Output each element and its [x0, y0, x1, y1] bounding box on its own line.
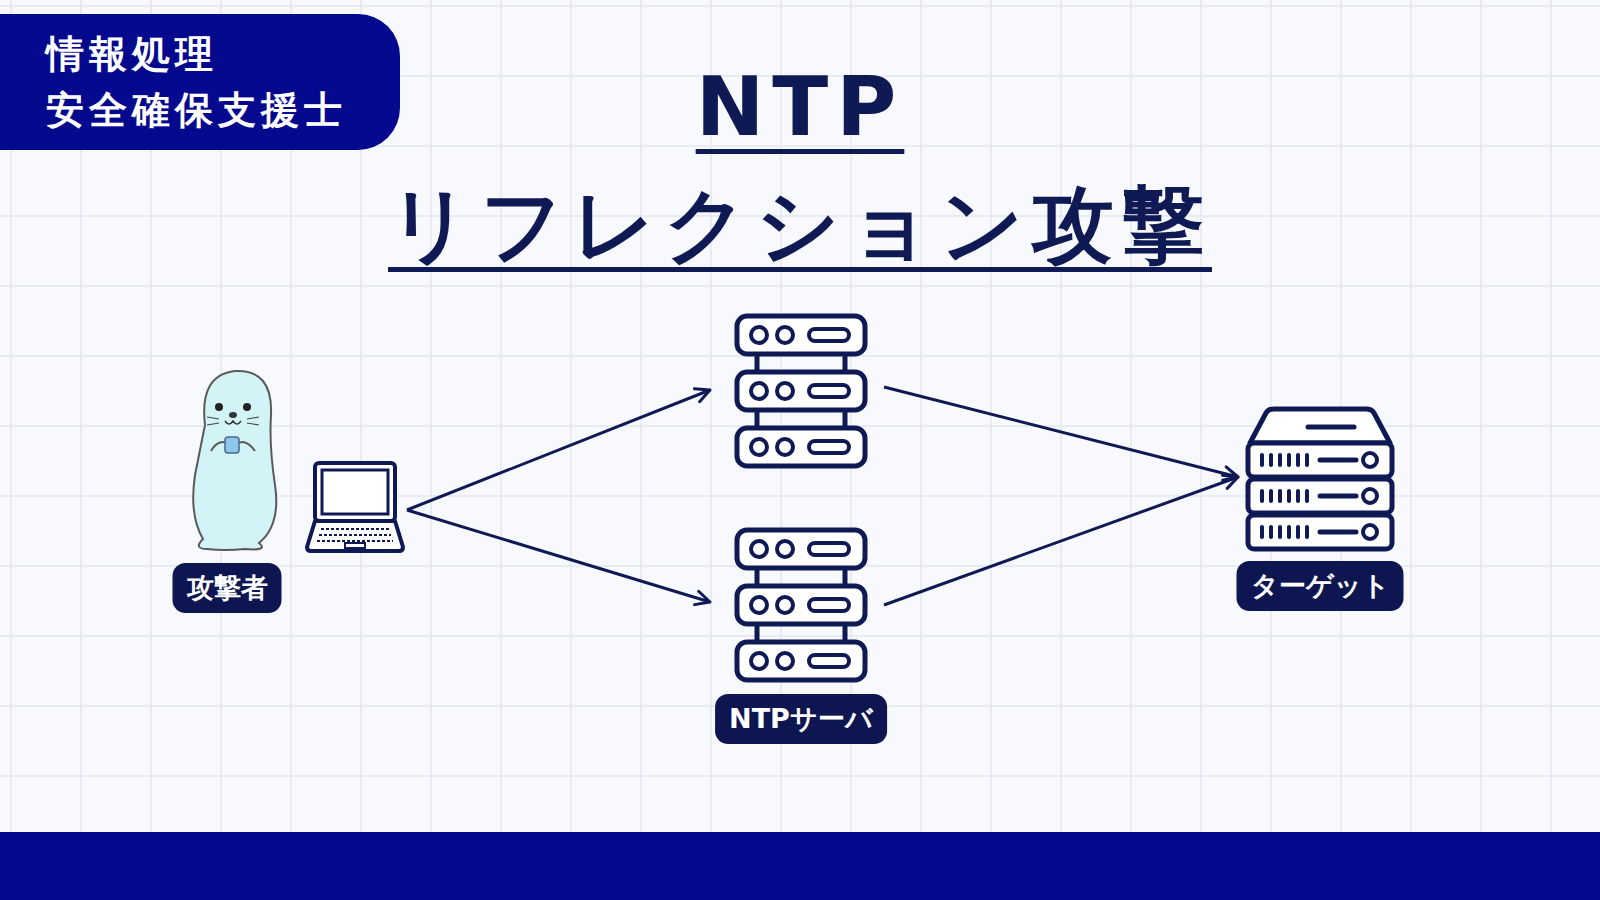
target-server-icon — [1244, 405, 1396, 559]
diagram-title: NTP リフレクション攻撃 — [370, 48, 1230, 284]
flow-arrow — [407, 390, 710, 602]
flow-arrow — [884, 387, 1238, 605]
subject-badge: 情報処理 安全確保支援士 — [0, 14, 400, 150]
badge-text: 情報処理 安全確保支援士 — [0, 14, 396, 150]
server-icon — [733, 526, 869, 690]
footer-bar — [0, 832, 1600, 900]
node-label: 攻撃者 — [173, 563, 282, 613]
arrow-line — [884, 387, 1238, 477]
arrow-line — [407, 510, 710, 602]
arrow-line — [407, 390, 710, 510]
arrow-line — [884, 477, 1238, 605]
laptop-icon — [305, 457, 405, 561]
target-group: ターゲット — [1230, 405, 1410, 620]
node-label: ターゲット — [1237, 561, 1404, 611]
node-label: NTPサーバ — [715, 694, 887, 744]
server-icon — [733, 312, 869, 476]
attacker-group: 攻撃者 — [165, 365, 415, 620]
ntp-server-group: NTPサーバ — [706, 312, 896, 752]
attacker-illustration — [185, 365, 285, 559]
